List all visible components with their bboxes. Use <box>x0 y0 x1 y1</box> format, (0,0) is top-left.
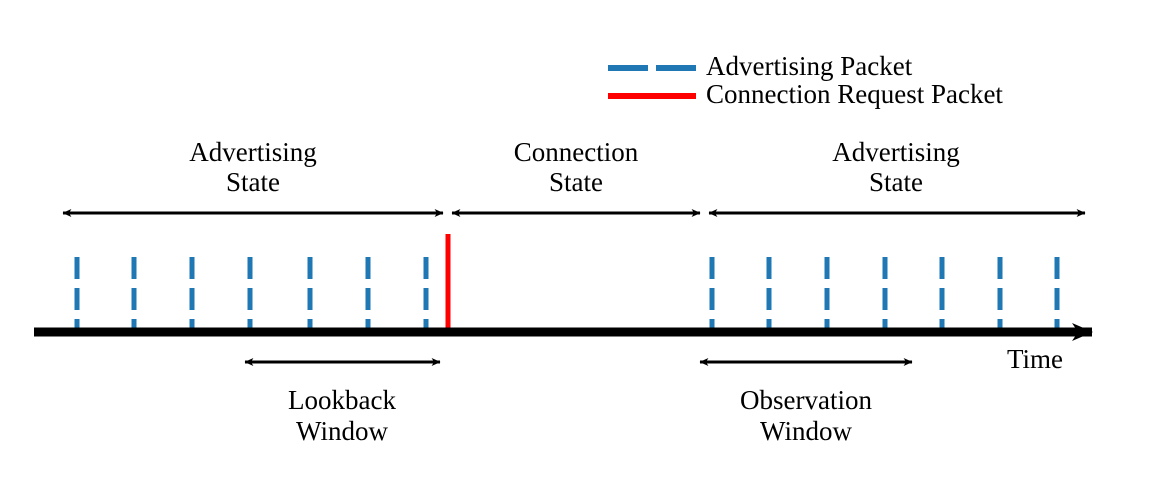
state-label-advertising-1-line2: State <box>226 167 280 197</box>
window-label-observation-line2: Window <box>760 416 852 446</box>
window-label-lookback-line1: Lookback <box>288 385 396 415</box>
state-label-advertising-1-line1: Advertising <box>189 137 317 167</box>
legend-label-connection-request-packet: Connection Request Packet <box>706 79 1003 109</box>
axis-label-time: Time <box>1007 344 1064 374</box>
advertising-packet-group-1 <box>74 257 429 333</box>
window-label-observation-line1: Observation <box>740 385 872 415</box>
state-label-connection-line1: Connection <box>513 137 639 167</box>
window-label-lookback-line2: Window <box>296 416 388 446</box>
state-label-connection-line2: State <box>549 167 603 197</box>
legend-label-advertising-packet: Advertising Packet <box>706 51 913 81</box>
advertising-packet-group-2 <box>709 257 1060 333</box>
state-label-advertising-2-line1: Advertising <box>832 137 960 167</box>
state-label-advertising-2-line2: State <box>869 167 923 197</box>
